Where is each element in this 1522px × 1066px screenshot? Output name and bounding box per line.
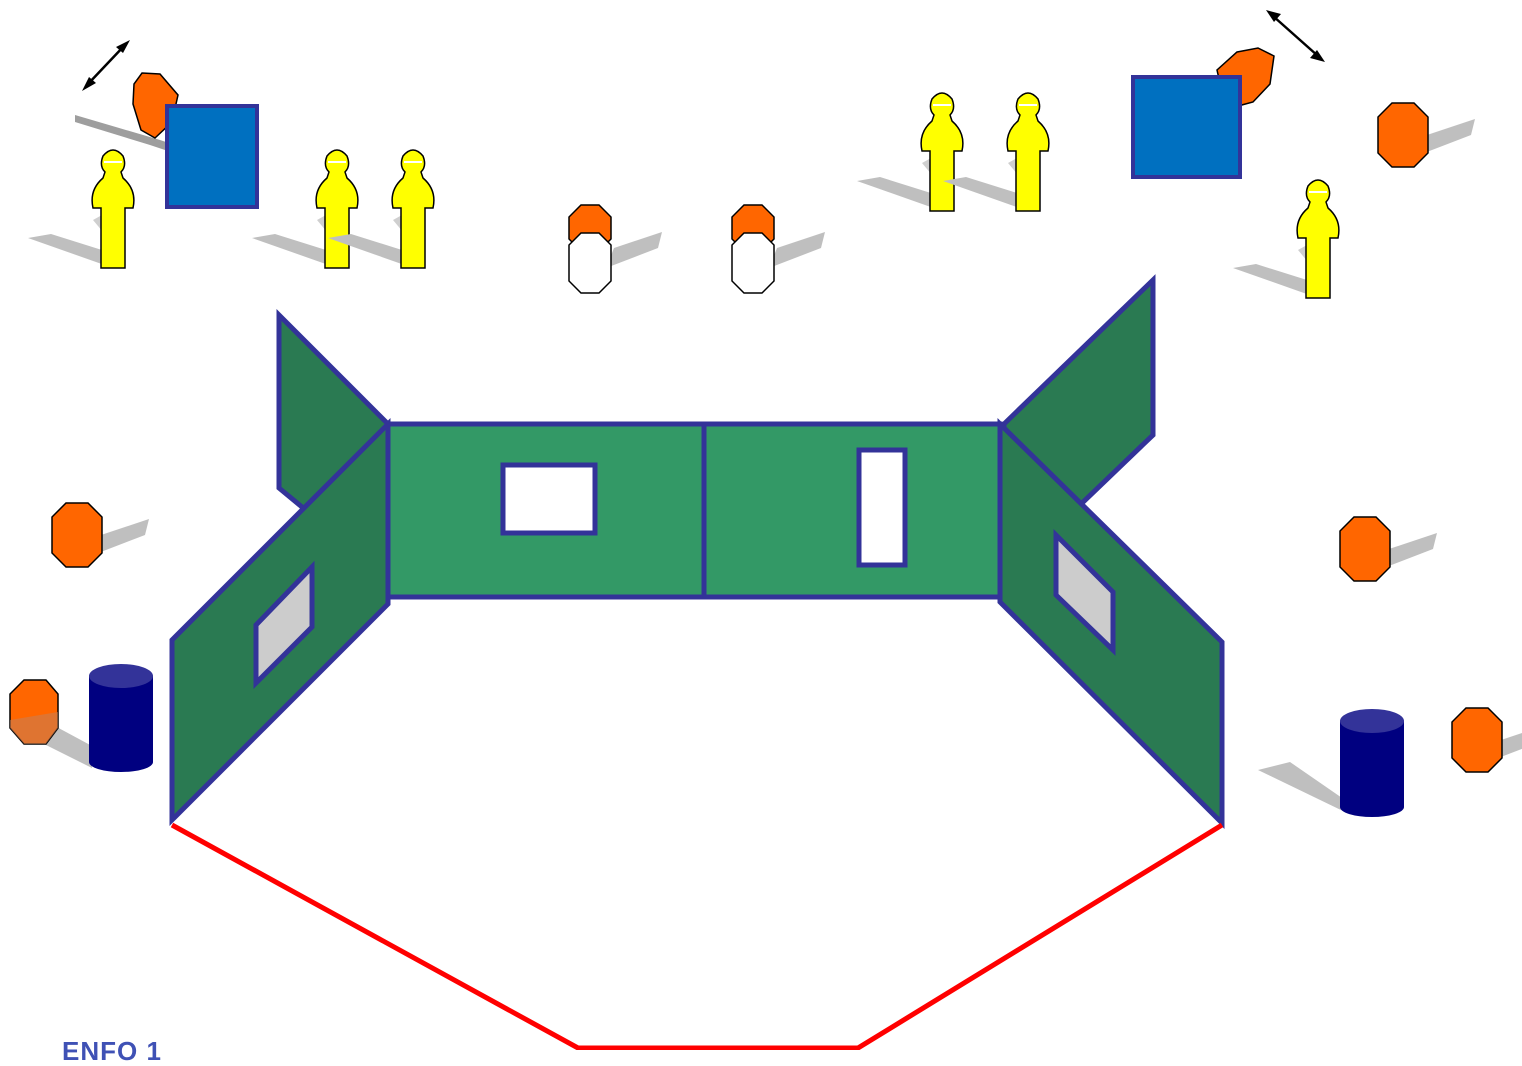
barrel-icon: [1340, 709, 1404, 817]
double-arrow-icon: [82, 40, 130, 91]
silhouette-target-icon: [1232, 179, 1340, 299]
no-shoot-target-icon: [731, 204, 826, 294]
center-right-port: [856, 447, 908, 568]
octagon-steel-target-icon: [51, 502, 150, 568]
octagon-steel-target-icon: [9, 679, 59, 745]
octagon-steel-target-icon: [1451, 707, 1522, 773]
center-left-wall: [385, 421, 707, 600]
barrel-shadow: [1258, 762, 1345, 812]
stage-caption: ENFO 1: [62, 1036, 162, 1066]
right-side-wall: [997, 418, 1225, 830]
center-left-window: [500, 462, 598, 536]
silhouette-target-icon: [942, 92, 1050, 212]
right-side-window: [1053, 528, 1116, 656]
silhouette-target-icon: [27, 149, 135, 269]
cardboard-box-icon: [165, 104, 259, 209]
double-arrow-icon: [1266, 10, 1325, 62]
cardboard-box-icon: [1131, 75, 1242, 179]
left-side-window: [253, 560, 315, 690]
center-right-wall: [701, 421, 1003, 600]
octagon-steel-target-icon: [1377, 102, 1476, 168]
shooting-area-boundary: [170, 822, 1224, 1050]
silhouette-target-icon: [251, 149, 359, 269]
swinger-shadow: [75, 115, 175, 150]
barrel-icon: [89, 664, 153, 772]
no-shoot-target-icon: [568, 204, 663, 294]
octagon-steel-target-icon: [1339, 516, 1438, 582]
silhouette-target-icon: [856, 92, 964, 212]
left-side-wall: [169, 417, 391, 827]
